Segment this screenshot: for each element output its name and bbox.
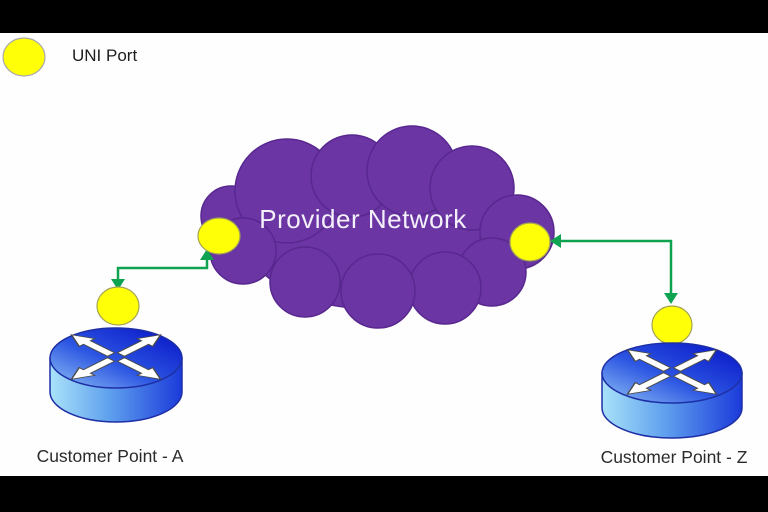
router-z-icon [601, 342, 743, 439]
provider-network-label: Provider Network [259, 204, 467, 234]
arrowhead-up [200, 249, 214, 260]
uni-port-customer-z [651, 305, 693, 345]
uni-port-cloud-left [197, 217, 241, 255]
letterbox-bottom [0, 476, 768, 512]
connector-cloud-to-customer-a [111, 249, 214, 290]
letterbox-top [0, 0, 768, 33]
provider-network-cloud-icon [200, 125, 555, 329]
uni-port-legend-swatch [2, 37, 46, 77]
uni-port-customer-a [96, 286, 140, 326]
uni-port-cloud-right [509, 222, 551, 262]
arrowhead-left [550, 234, 561, 248]
connector-cloud-to-customer-z [550, 234, 678, 304]
uni-port-legend-label: UNI Port [72, 46, 138, 65]
customer-point-a-label: Customer Point - A [36, 446, 184, 466]
arrowhead-down [111, 279, 125, 290]
customer-point-z-label: Customer Point - Z [600, 447, 748, 467]
router-a-icon [49, 327, 183, 423]
arrowhead-down [664, 293, 678, 304]
